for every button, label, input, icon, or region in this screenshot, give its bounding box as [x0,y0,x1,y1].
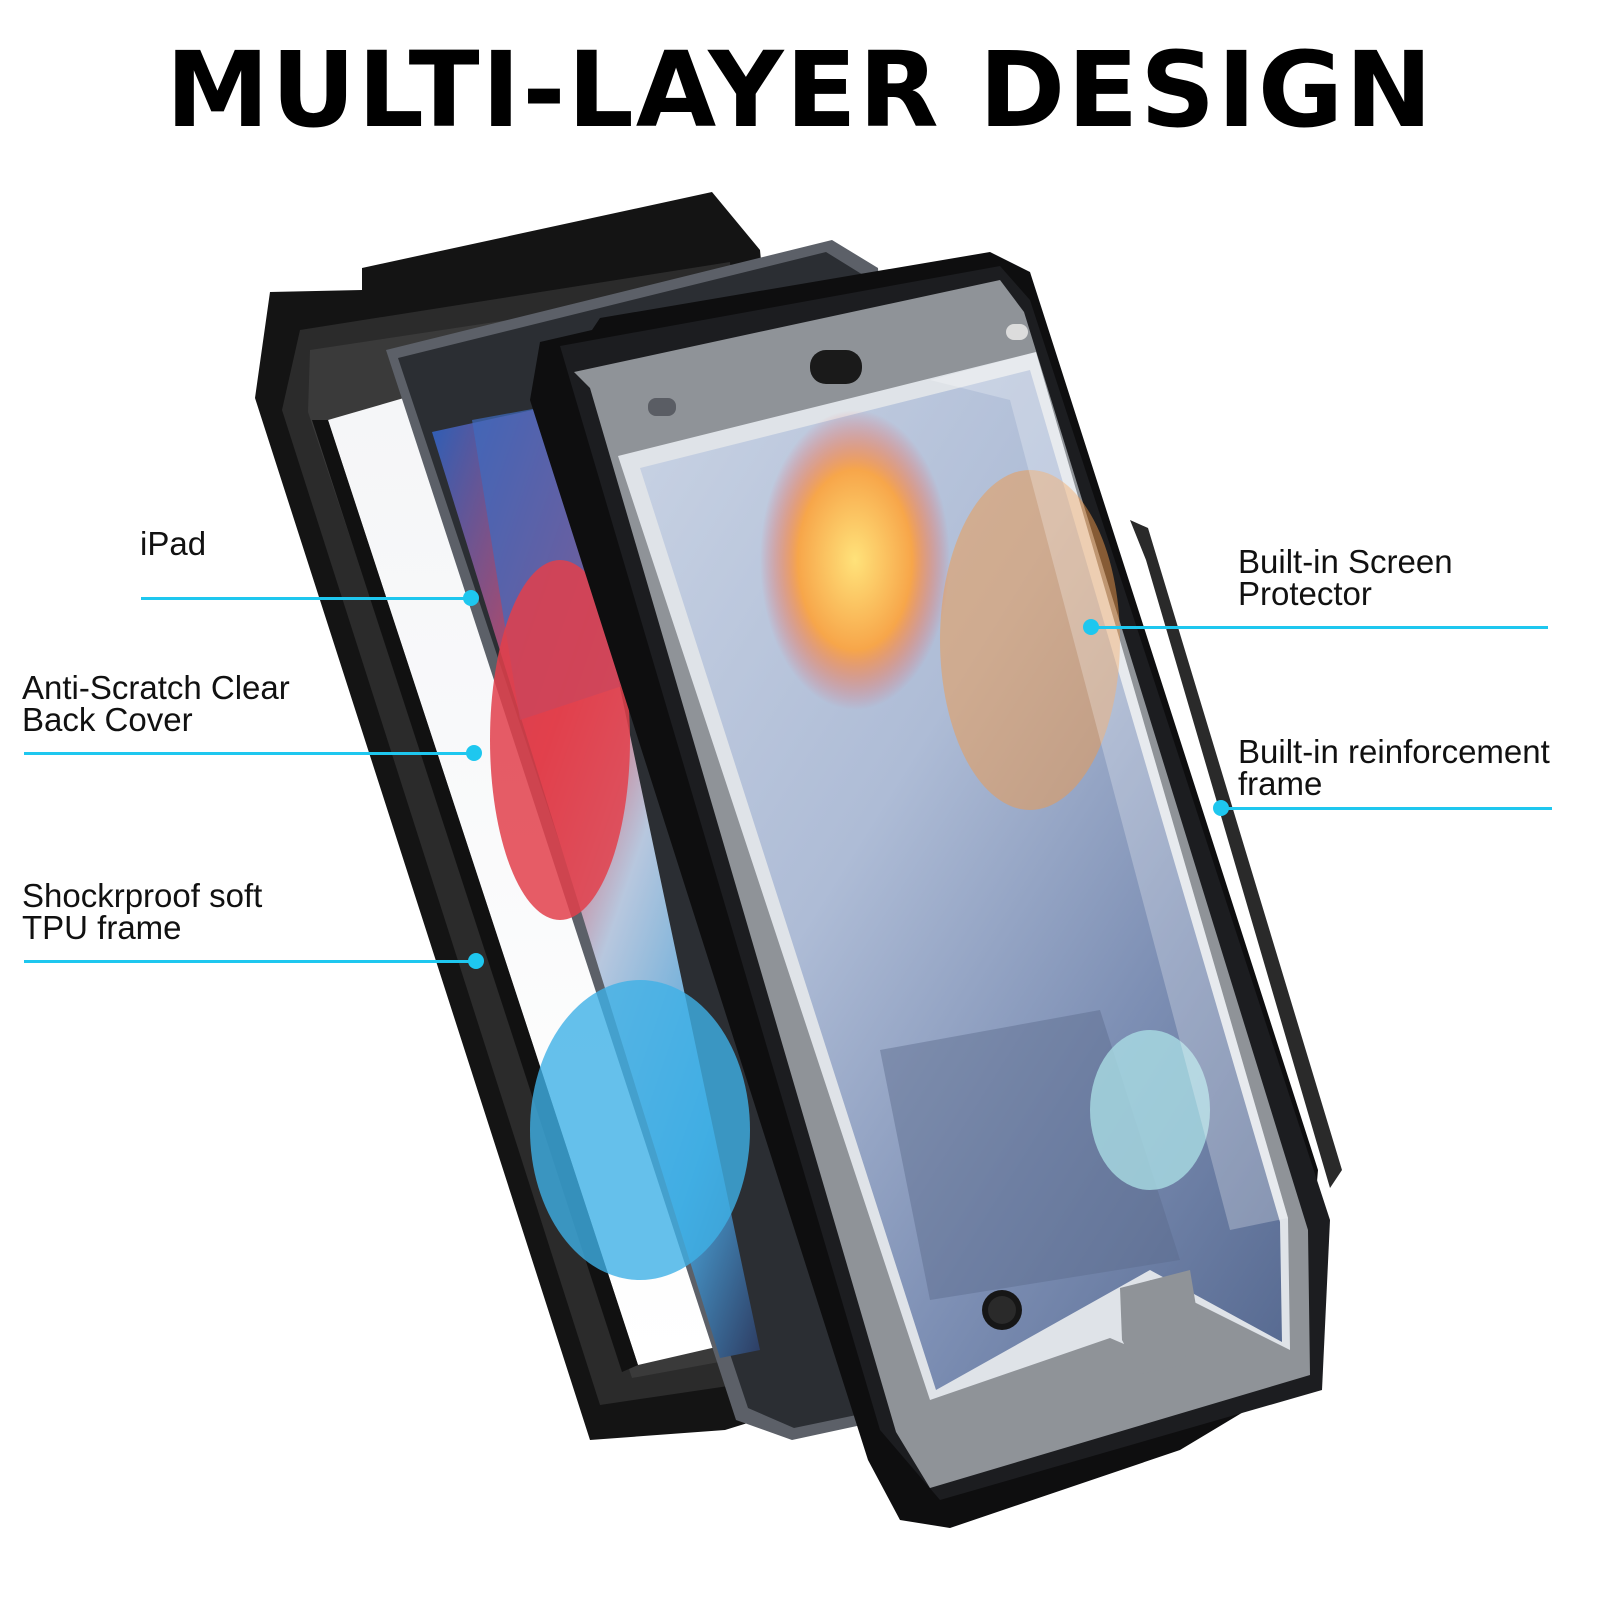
leader-tpu-frame [24,960,476,963]
label-ipad: iPad [140,525,207,562]
leader-screen-protector [1090,626,1548,629]
label-back-cover: Anti-Scratch Clear Back Cover [22,669,290,738]
camera-cutout [810,350,862,384]
label-screen-protector: Built-in Screen Protector [1238,543,1453,612]
label-reinforcement-frame: Built-in reinforcement frame [1238,733,1550,802]
leader-back-cover [24,752,474,755]
leader-reinforcement-frame [1220,807,1552,810]
dot-tpu-frame [468,953,484,969]
page-title: MULTI-LAYER DESIGN [165,29,1435,151]
dot-screen-protector [1083,619,1099,635]
dot-back-cover [466,745,482,761]
dot-reinforcement-frame [1213,800,1229,816]
dot-ipad [463,590,479,606]
front-reinforcement-frame [530,252,1342,1528]
leader-ipad [141,597,471,600]
label-tpu-frame: Shockrproof soft TPU frame [22,877,263,946]
